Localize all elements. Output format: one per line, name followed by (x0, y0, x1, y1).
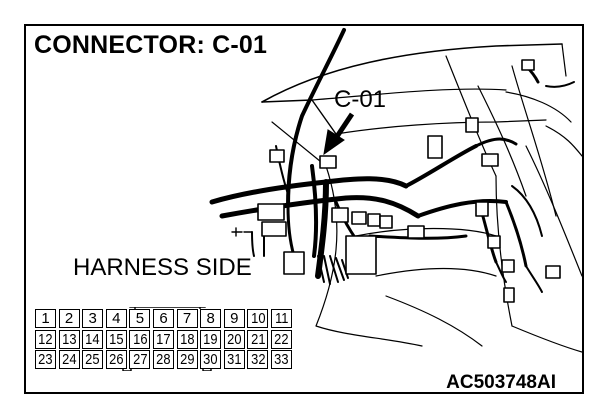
connector-pin-23: 23 (35, 350, 56, 369)
connector-pin-26: 26 (105, 350, 127, 369)
harness-side-label: HARNESS SIDE (73, 254, 252, 281)
callout-label: C-01 (334, 86, 387, 113)
connector-pin-20: 20 (223, 329, 245, 349)
connector-pin-21: 21 (247, 329, 269, 349)
connector-pin-16: 16 (129, 329, 151, 349)
connector-pin-27: 27 (129, 350, 151, 369)
connector-pin-7: 7 (176, 309, 198, 328)
connector-pin-30: 30 (200, 350, 222, 369)
connector-pin-3: 3 (82, 309, 104, 328)
connector-pin-13: 13 (58, 329, 80, 349)
connector-pin-25: 25 (82, 350, 104, 369)
connector-pin-22: 22 (271, 329, 292, 349)
connector-pin-2: 2 (58, 309, 80, 328)
figure-id: AC503748AI (446, 372, 556, 393)
connector-pin-1: 1 (35, 309, 56, 328)
connector-pin-10: 10 (247, 309, 269, 328)
connector-pin-4: 4 (105, 309, 127, 328)
connector-pin-33: 33 (271, 350, 292, 369)
connector-title: CONNECTOR: C-01 (34, 31, 268, 59)
connector-pin-31: 31 (223, 350, 245, 369)
connector-pin-11: 11 (271, 309, 292, 328)
connector-pin-5: 5 (129, 309, 151, 328)
vehicle-harness-illustration (209, 28, 582, 353)
connector-pin-14: 14 (82, 329, 104, 349)
connector-pin-9: 9 (223, 309, 245, 328)
connector-pin-18: 18 (176, 329, 198, 349)
connector-pin-12: 12 (35, 329, 56, 349)
connector-pin-8: 8 (200, 309, 222, 328)
connector-pin-15: 15 (105, 329, 127, 349)
connector-pin-32: 32 (247, 350, 269, 369)
connector-pin-24: 24 (58, 350, 80, 369)
connector-pin-28: 28 (153, 350, 174, 369)
connector-pin-6: 6 (153, 309, 174, 328)
connector-pin-19: 19 (200, 329, 222, 349)
connector-pin-17: 17 (153, 329, 174, 349)
callout-arrow (323, 112, 355, 156)
connector-pin-29: 29 (176, 350, 198, 369)
